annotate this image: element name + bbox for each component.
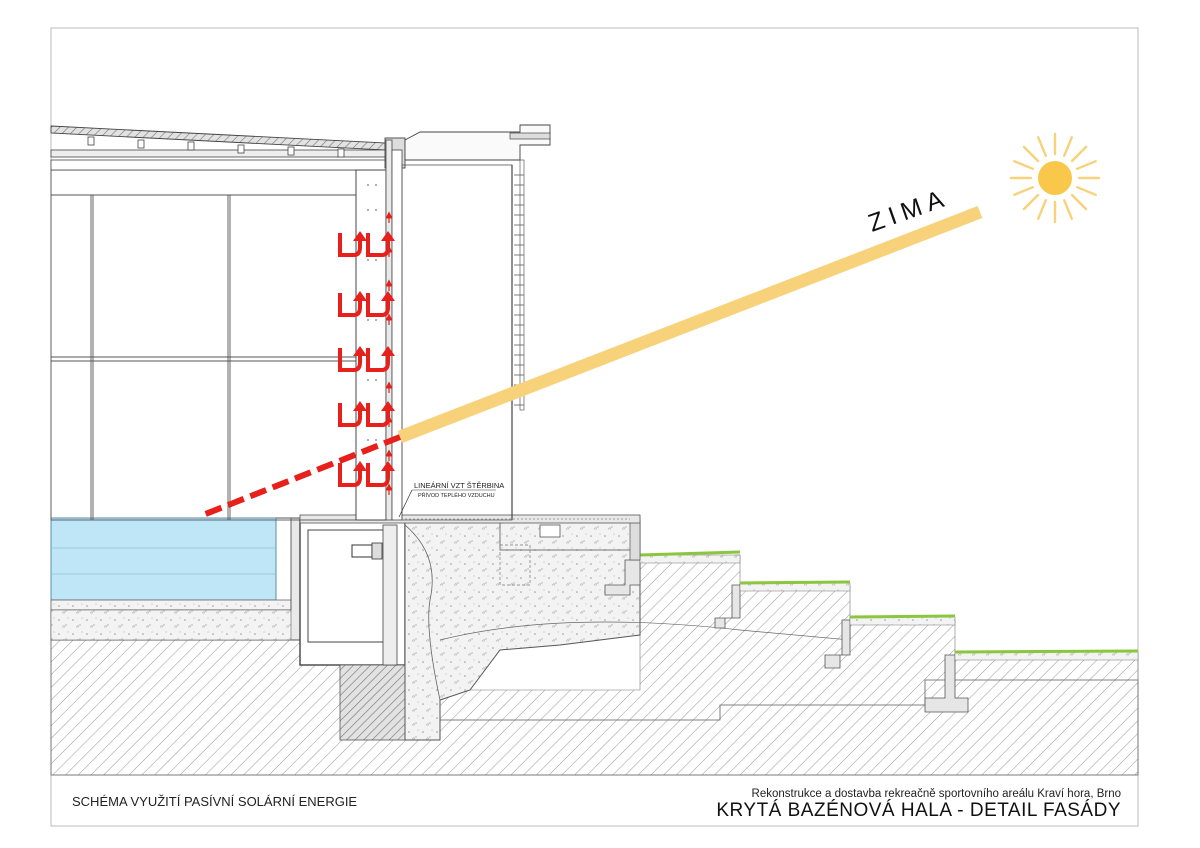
airflow-arrowhead — [353, 401, 367, 411]
pool-section — [50, 517, 301, 641]
sun-icon — [1009, 132, 1101, 224]
grass-strip — [954, 649, 1139, 654]
exterior-louvres — [514, 174, 524, 406]
grass-strip — [639, 550, 741, 557]
drawing-label: SCHÉMA VYUŽITÍ PASÍVNÍ SOLÁRNÍ ENERGIE — [72, 794, 357, 809]
airflow-arrowhead — [353, 231, 367, 241]
airflow-arrow — [338, 233, 362, 257]
interior-glazing — [50, 169, 357, 521]
airflow-arrow — [338, 463, 362, 487]
sun-ray-stroke — [1022, 145, 1040, 163]
airflow-arrowhead — [353, 291, 367, 301]
sun-ray-stroke — [1037, 136, 1048, 157]
airflow-arrow — [366, 348, 390, 372]
facade-wall — [355, 139, 525, 521]
airflow-arrowhead — [381, 461, 395, 471]
main-title: KRYTÁ BAZÉNOVÁ HALA - DETAIL FASÁDY — [716, 800, 1121, 821]
airflow-arrow — [338, 348, 362, 372]
airflow-arrowhead — [381, 401, 395, 411]
terrace-steps — [604, 517, 1139, 713]
airflow-arrowhead — [353, 346, 367, 356]
floor-slab — [299, 514, 641, 524]
sun-ray-stroke — [1013, 185, 1034, 196]
service-channel — [299, 519, 406, 741]
sun-ray-stroke — [1022, 193, 1040, 211]
sun-ray-beam — [397, 205, 983, 444]
annotation-warm-air-supply: PŘÍVOD TEPLÉHO VZDUCHU — [418, 491, 495, 499]
project-name: Rekonstrukce a dostavba rekreačně sporto… — [752, 788, 1121, 800]
airflow-arrowhead — [381, 291, 395, 301]
grass-strip — [849, 614, 956, 619]
sun-ray-stroke — [1062, 136, 1073, 157]
grass-strip — [739, 580, 851, 585]
airflow-arrowhead — [381, 231, 395, 241]
airflow-arrow — [338, 403, 362, 427]
sun-ray-stroke — [1070, 193, 1088, 211]
sun-ray-stroke — [1076, 160, 1097, 171]
sun-ray-stroke — [1013, 160, 1034, 171]
sun-ray-stroke — [1070, 145, 1088, 163]
sun-ray-stroke — [1076, 185, 1097, 196]
annotation-leader — [398, 489, 413, 518]
sun-ray-stroke — [1062, 199, 1073, 220]
airflow-arrowhead — [353, 461, 367, 471]
sun-ray-stroke — [1037, 199, 1048, 220]
sun-ray-penetration — [201, 434, 402, 518]
pool-water — [50, 517, 277, 601]
winter-sun-ray — [201, 205, 983, 518]
annotation-vent-slot: LINEÁRNÍ VZT ŠTĚRBINA — [414, 481, 504, 490]
roof-structure — [50, 124, 551, 171]
airflow-arrow — [338, 293, 362, 317]
